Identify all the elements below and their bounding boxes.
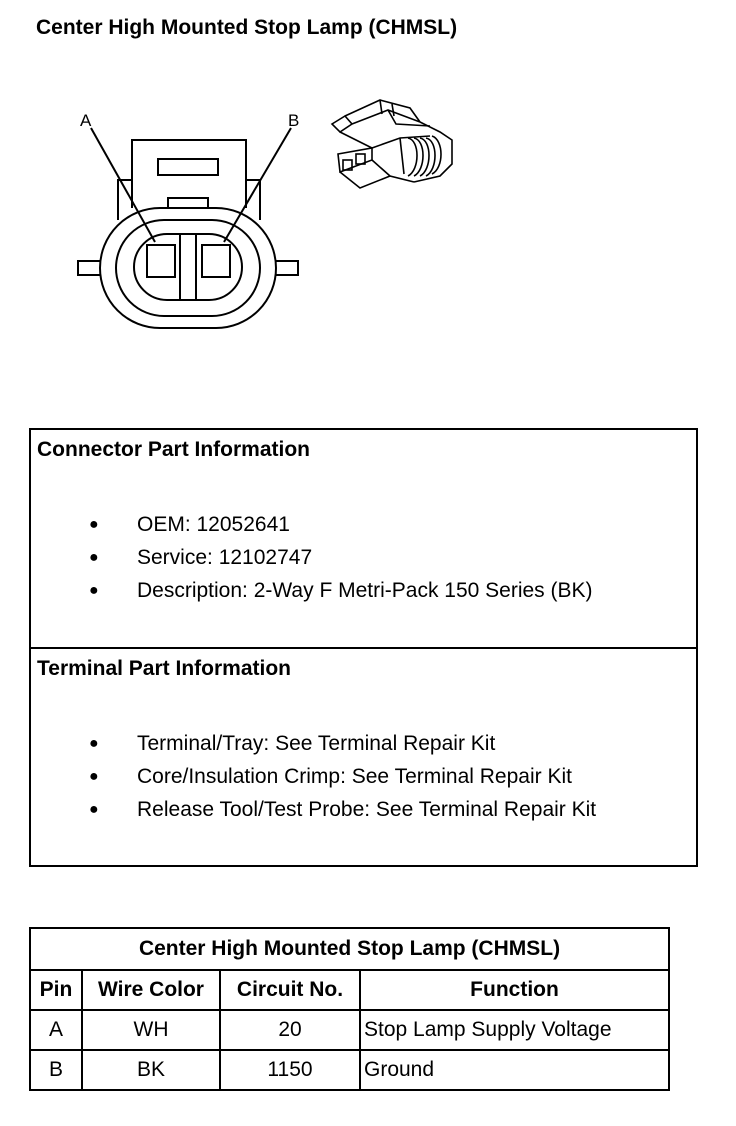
function-header: Function: [358, 969, 671, 1011]
terminal-part-info-heading: Terminal Part Information: [37, 657, 291, 680]
terminal-tray: Terminal/Tray: See Terminal Repair Kit: [137, 732, 496, 755]
bullet-icon: ●: [89, 516, 99, 533]
function-cell: Ground: [358, 1049, 671, 1091]
bullet-icon: ●: [89, 768, 99, 785]
terminal-part-info: Terminal Part Information ● Terminal/Tray…: [31, 649, 696, 865]
bullet-icon: ●: [89, 549, 99, 566]
pin-a-label: A: [80, 111, 92, 130]
connector-description: Description: 2-Way F Metri-Pack 150 Seri…: [137, 579, 593, 602]
list-item: ● Service: 12102747: [31, 541, 593, 574]
bullet-icon: ●: [89, 801, 99, 818]
wire-color-header: Wire Color: [81, 969, 221, 1011]
table-row: B BK 1150 Ground: [29, 1049, 671, 1091]
release-tool: Release Tool/Test Probe: See Terminal Re…: [137, 798, 597, 821]
function-cell: Stop Lamp Supply Voltage: [358, 1009, 671, 1051]
bullet-icon: ●: [89, 735, 99, 752]
connector-front-view: [77, 139, 299, 329]
pin-cell: A: [29, 1009, 83, 1051]
list-item: ● OEM: 12052641: [31, 508, 593, 541]
page-title: Center High Mounted Stop Lamp (CHMSL): [36, 16, 458, 39]
service-number: Service: 12102747: [137, 546, 313, 569]
connector-part-info: Connector Part Information ● OEM: 1205264…: [31, 430, 696, 649]
list-item: ● Terminal/Tray: See Terminal Repair Kit: [31, 727, 596, 760]
wire-color-cell: BK: [81, 1049, 221, 1091]
connector-diagram: A B: [77, 99, 453, 329]
table-row: A WH 20 Stop Lamp Supply Voltage: [29, 1009, 671, 1051]
connector-iso-view: [330, 99, 453, 189]
pin-table: Center High Mounted Stop Lamp (CHMSL) Pi…: [28, 927, 671, 1091]
core-insulation-crimp: Core/Insulation Crimp: See Terminal Repa…: [137, 765, 572, 788]
connector-part-info-heading: Connector Part Information: [37, 438, 311, 461]
circuit-no-cell: 20: [219, 1009, 361, 1051]
circuit-no-cell: 1150: [219, 1049, 361, 1091]
oem-number: OEM: 12052641: [137, 513, 290, 536]
connector-part-list: ● OEM: 12052641 ● Service: 12102747 ● Descr…: [31, 508, 593, 607]
pin-table-caption: Center High Mounted Stop Lamp (CHMSL): [28, 927, 671, 971]
terminal-part-list: ●Terminal/Tray: See Terminal Repair Kit …: [31, 727, 596, 826]
part-info-box: Connector Part Information ● OEM: 1205264…: [29, 428, 698, 867]
list-item: ● Core/Insulation Crimp: See Terminal Rep…: [31, 760, 596, 793]
pin-cell: B: [29, 1049, 83, 1091]
circuit-no-header: Circuit No.: [219, 969, 361, 1011]
pin-b-label: B: [288, 111, 299, 130]
pin-b-leader: [223, 127, 292, 243]
pin-header: Pin: [29, 969, 83, 1011]
list-item: ● Description: 2-Way F Metri-Pack 150 Ser…: [31, 574, 593, 607]
pin-a-leader: [90, 127, 156, 243]
bullet-icon: ●: [89, 582, 99, 599]
wire-color-cell: WH: [81, 1009, 221, 1051]
list-item: ● Release Tool/Test Probe: See Terminal R…: [31, 793, 596, 826]
table-header-row: Pin Wire Color Circuit No. Function: [29, 969, 671, 1011]
